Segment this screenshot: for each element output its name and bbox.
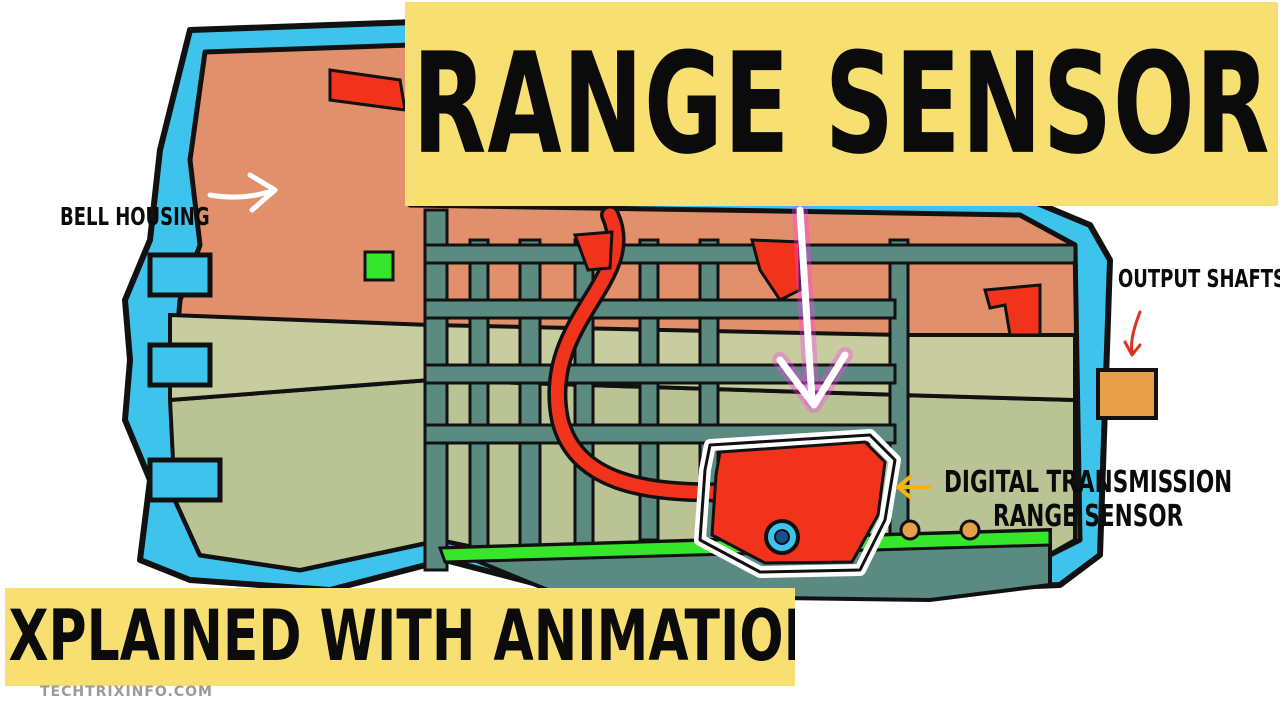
subtitle-text: EXPLAINED WITH ANIMATION	[5, 596, 795, 678]
dtrs-arrow	[896, 475, 932, 499]
title-text: RANGE SENSOR	[412, 22, 1271, 186]
title-banner: RANGE SENSOR	[405, 2, 1278, 206]
red-fitting-mid	[750, 238, 802, 302]
red-fitting-right	[983, 283, 1042, 337]
green-plug	[363, 250, 395, 282]
red-fitting-left	[572, 230, 614, 272]
output-shafts-label-text: OUTPUT SHAFTS	[1118, 263, 1280, 293]
bell-housing-label-text: BELL HOUSING	[60, 201, 210, 231]
dtrs-label: DIGITAL TRANSMISSION RANGE SENSOR	[944, 465, 1232, 534]
output-shaft	[1096, 368, 1158, 420]
bell-housing-flanges	[147, 252, 223, 503]
subtitle-banner: EXPLAINED WITH ANIMATION	[5, 588, 795, 686]
dtrs-label-line1: DIGITAL TRANSMISSION	[944, 465, 1232, 500]
watermark: TECHTRIXINFO.COM	[40, 684, 213, 700]
dtrs-label-line1-text: DIGITAL TRANSMISSION	[944, 464, 1233, 500]
output-shafts-label: OUTPUT SHAFTS	[1118, 263, 1280, 293]
dtrs-label-line2: RANGE SENSOR	[944, 499, 1232, 534]
pan-bolts	[899, 519, 981, 541]
range-sensor-body	[710, 440, 887, 565]
magenta-pointer-arrow	[772, 202, 853, 413]
range-sensor-outline-edge	[698, 433, 897, 574]
bell-housing-label: BELL HOUSING	[60, 201, 210, 231]
bell-housing-arrow	[207, 172, 278, 213]
dtrs-label-line2-text: RANGE SENSOR	[992, 498, 1184, 534]
range-sensor-bolt-center	[774, 529, 790, 545]
output-shafts-arrow	[1123, 310, 1142, 357]
